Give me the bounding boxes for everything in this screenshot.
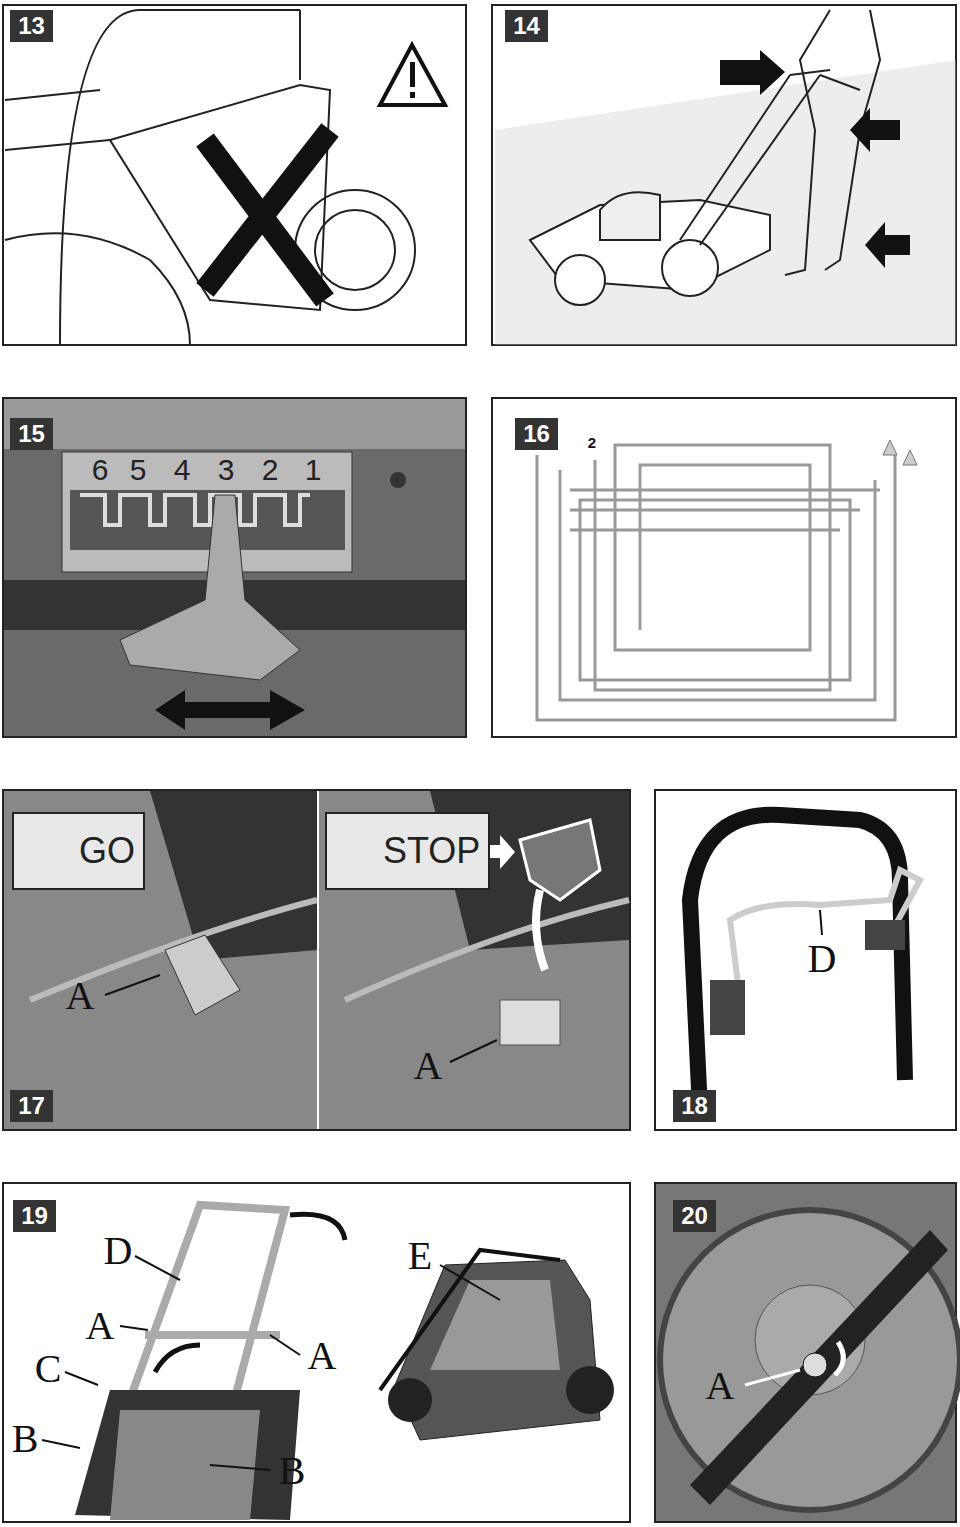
figure-number: 14: [505, 10, 548, 42]
part-letter: A: [66, 972, 95, 1019]
part-letter: A: [308, 1332, 337, 1379]
height-scale-number: 5: [130, 453, 147, 487]
part-letter: B: [12, 1415, 39, 1462]
node-text: STOP: [383, 830, 480, 872]
node-text: 20: [681, 1202, 708, 1230]
node-text: 14: [513, 12, 540, 40]
figure-number: 18: [673, 1090, 716, 1122]
part-letter: A: [414, 1042, 443, 1089]
figure-number: 16: [515, 418, 558, 450]
height-scale-number: 3: [218, 453, 235, 487]
height-scale-number: 2: [262, 453, 279, 487]
height-scale-number: 4: [174, 453, 191, 487]
figure-number: 20: [673, 1200, 716, 1232]
figure-number: 15: [10, 418, 53, 450]
height-scale-number: 6: [92, 453, 109, 487]
part-letter: E: [408, 1232, 432, 1279]
status-sign: STOP: [325, 812, 490, 890]
node-text: GO: [79, 830, 135, 872]
figure-number: 17: [10, 1090, 53, 1122]
part-letter: B: [279, 1447, 306, 1494]
node-text: 17: [18, 1092, 45, 1120]
node-text: 15: [18, 420, 45, 448]
height-scale-number: 1: [305, 453, 322, 487]
node-text: 19: [21, 1202, 48, 1230]
figure-number: 13: [10, 10, 53, 42]
part-letter: D: [104, 1227, 133, 1274]
lane-number: 2: [588, 434, 596, 451]
status-sign: GO: [12, 812, 145, 890]
part-letter: A: [86, 1302, 115, 1349]
node-text: 13: [18, 12, 45, 40]
node-text: 16: [523, 420, 550, 448]
node-text: 18: [681, 1092, 708, 1120]
figure-number: 19: [13, 1200, 56, 1232]
part-letter: A: [706, 1362, 735, 1409]
part-letter: C: [35, 1345, 62, 1392]
part-letter: D: [808, 935, 837, 982]
